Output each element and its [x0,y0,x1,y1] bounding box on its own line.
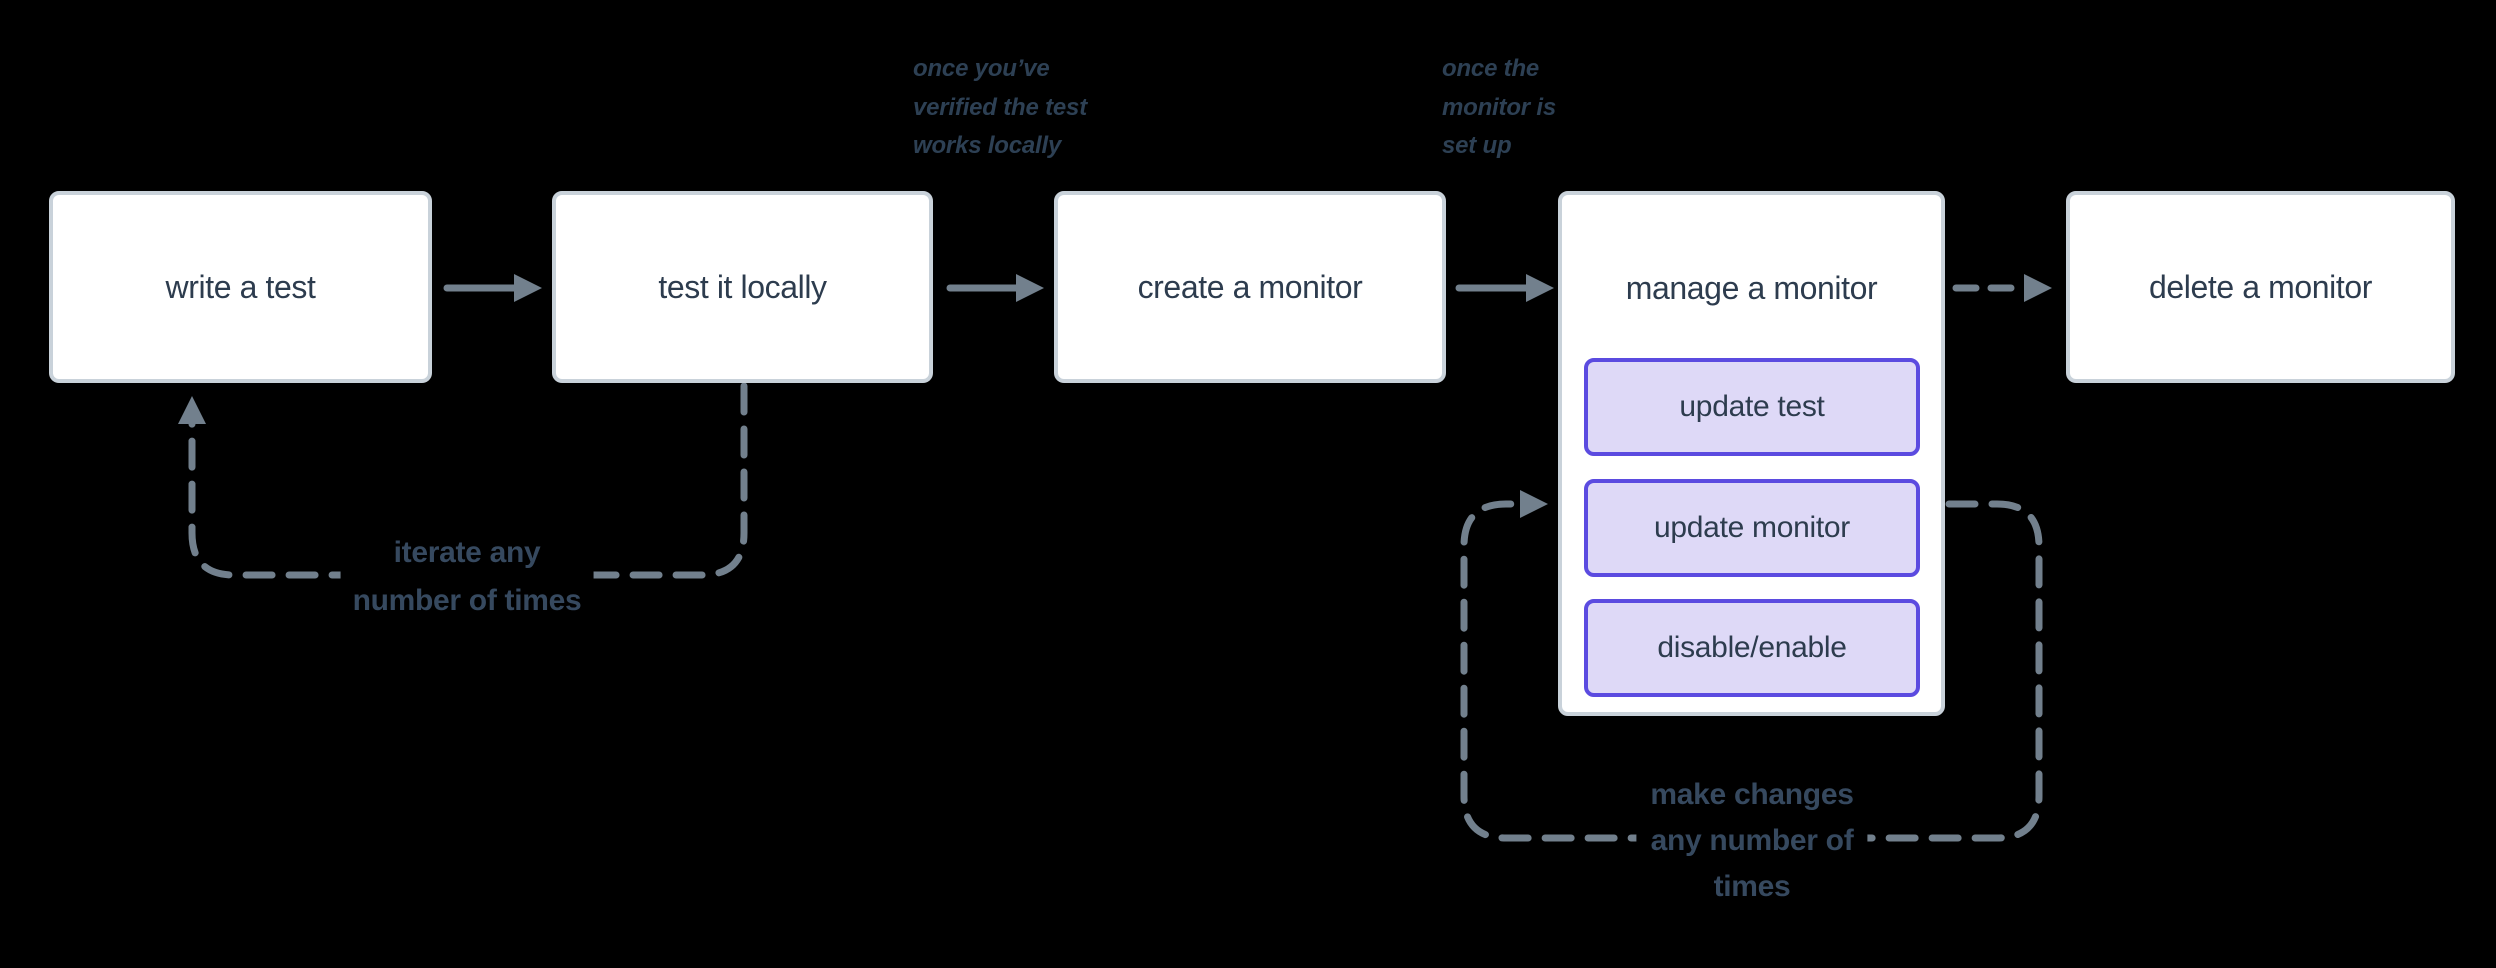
action-label: update test [1679,390,1825,423]
loop-label-line: any number of [1650,824,1854,857]
action-label: update monitor [1654,511,1850,544]
node-label: write a test [165,268,316,305]
loop-label-line: number of times [352,584,582,617]
node-label: test it locally [658,268,827,305]
loop-label-make-changes: make changes any number of times [1636,772,1868,910]
annotation-verified-locally: once you’ve verified the test works loca… [913,50,1087,166]
node-label: create a monitor [1137,268,1363,305]
action-update-monitor: update monitor [1584,479,1920,577]
action-disable-enable: disable/enable [1584,599,1920,697]
loop-label-line: make changes [1650,778,1854,811]
annotation-line: works locally [913,132,1062,159]
node-manage-a-monitor: manage a monitor update test update moni… [1558,191,1945,716]
loop-label-iterate: iterate any number of times [340,529,594,625]
node-write-a-test: write a test [49,191,432,383]
action-label: disable/enable [1657,631,1847,664]
arrowhead-create-to-manage [1526,274,1554,302]
arrowhead-write-to-test [514,274,542,302]
loop-label-line: times [1713,870,1791,903]
node-label: manage a monitor [1625,269,1878,306]
annotation-line: once you’ve [913,55,1050,82]
annotation-line: verified the test [913,93,1087,121]
arrowhead-test-to-create [1016,274,1044,302]
node-test-it-locally: test it locally [552,191,933,383]
annotation-monitor-set-up: once the monitor is set up [1442,50,1556,166]
arrowhead-manage-to-delete [2024,274,2052,302]
annotation-line: monitor is [1442,93,1557,121]
loop-changes-path [1460,500,2043,842]
node-delete-a-monitor: delete a monitor [2066,191,2455,383]
annotation-line: set up [1442,132,1512,159]
annotation-line: once the [1442,55,1540,82]
node-label: delete a monitor [2148,268,2373,305]
arrowhead-loop-changes [1520,490,1548,518]
node-create-a-monitor: create a monitor [1054,191,1446,383]
arrowhead-loop-iterate [178,396,206,424]
action-update-test: update test [1584,358,1920,456]
loop-label-line: iterate any [393,536,541,569]
